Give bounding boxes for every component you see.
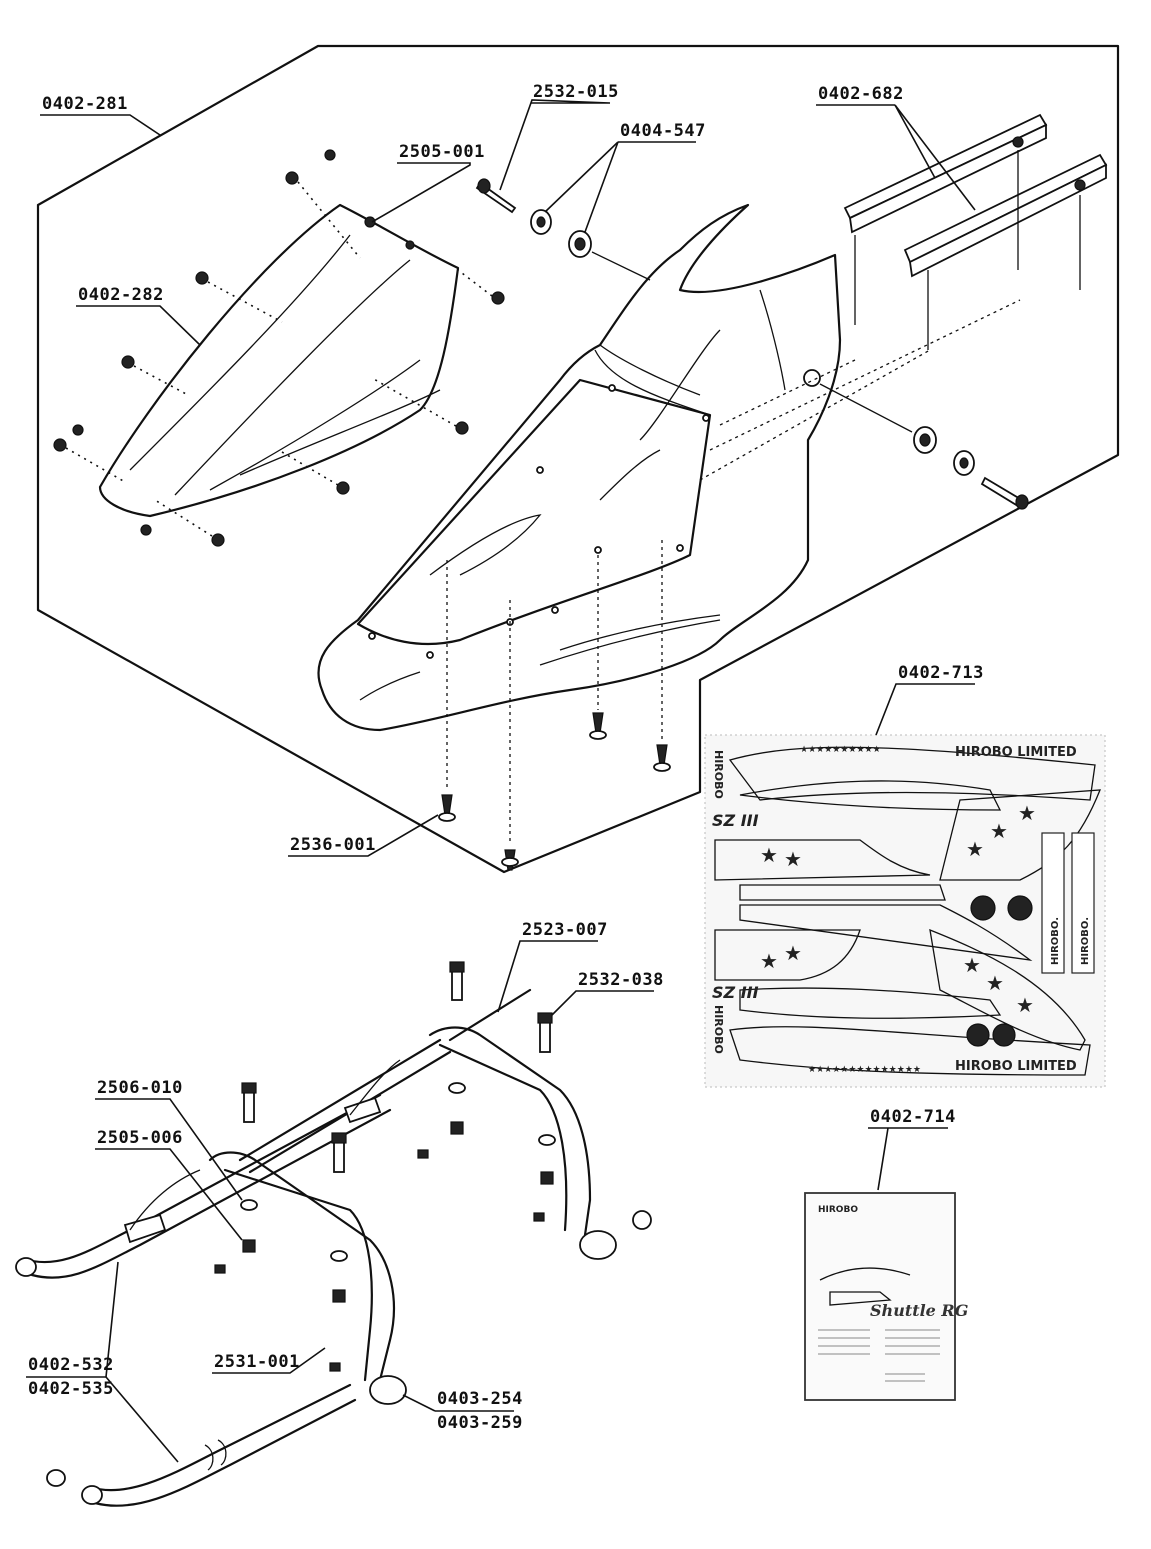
rear-grommets-and-screw [819,383,1029,510]
label-0402-714: 0402-714 [870,1107,956,1127]
decal-strip-label-1: HIROBO. [1050,917,1061,965]
label-2505-006: 2505-006 [97,1128,183,1148]
svg-text:★: ★ [760,843,778,867]
svg-text:★: ★ [963,953,981,977]
decal-strip-label-2: HIROBO. [1080,917,1091,965]
label-0404-547: 0404-547 [620,121,706,141]
rail-part-upper [843,113,1048,234]
label-0403-254: 0403-254 [437,1389,523,1409]
svg-text:★: ★ [1018,801,1036,825]
decal-sheet: HIROBO. HIROBO. HIROBO HIROBO HIROBO LIM… [704,734,1106,1088]
label-0402-281: 0402-281 [42,94,128,114]
label-0403-259: 0403-259 [437,1413,523,1433]
label-2506-010: 2506-010 [97,1078,183,1098]
svg-text:★: ★ [784,941,802,965]
label-2532-015: 2532-015 [533,82,619,102]
svg-text:★: ★ [966,837,984,861]
decal-brand-vertical-bottom: HIROBO [712,1005,725,1054]
label-2523-007: 2523-007 [522,920,608,940]
rail-part-lower [903,153,1108,278]
label-2505-001: 2505-001 [399,142,485,162]
decal-limited-top: HIROBO LIMITED [955,745,1077,760]
decal-big-stars: ★★★ ★★ ★★ ★★★ [760,801,1036,1017]
decal-stars-bottom: ★★★★★★★★★★★★★★ [808,1065,921,1075]
svg-text:★: ★ [760,949,778,973]
canopy-group-boundary [36,44,1120,874]
label-0402-532: 0402-532 [28,1355,114,1375]
label-0402-282: 0402-282 [78,285,164,305]
manual-brand: HIROBO [818,1205,858,1215]
label-0402-713: 0402-713 [898,663,984,683]
canopy-body-part [317,203,1021,845]
svg-text:★: ★ [1016,993,1034,1017]
gear-washers-and-nuts [214,1082,556,1372]
landing-gear-assembly [15,961,652,1507]
decal-stars: ★★★★★★★★★★ [800,745,881,755]
label-2531-001: 2531-001 [214,1352,300,1372]
label-0402-682: 0402-682 [818,84,904,104]
decal-brand-vertical-top: HIROBO [712,750,725,799]
windshield-screws [53,149,505,547]
decal-model-badge-1: SZ III [712,811,759,830]
instruction-manual: HIROBO Shuttle RG [804,1192,968,1401]
label-2532-038: 2532-038 [578,970,664,990]
gear-bolts [241,961,553,1173]
canopy-bottom-screws [438,712,671,871]
canopy-mounting-holes [368,384,710,659]
callouts: 0402-281 0402-282 2505-001 2532-015 0404… [26,82,984,1463]
front-screw-and-grommets [475,178,651,281]
label-0402-535: 0402-535 [28,1379,114,1399]
svg-text:★: ★ [986,971,1004,995]
windshield-part [53,149,505,547]
decal-model-badge-2: SZ III [712,983,759,1002]
label-2536-001: 2536-001 [290,835,376,855]
decal-limited-bottom: HIROBO LIMITED [955,1059,1077,1074]
manual-title: Shuttle RG [870,1301,968,1320]
svg-text:★: ★ [990,819,1008,843]
svg-text:★: ★ [784,847,802,871]
